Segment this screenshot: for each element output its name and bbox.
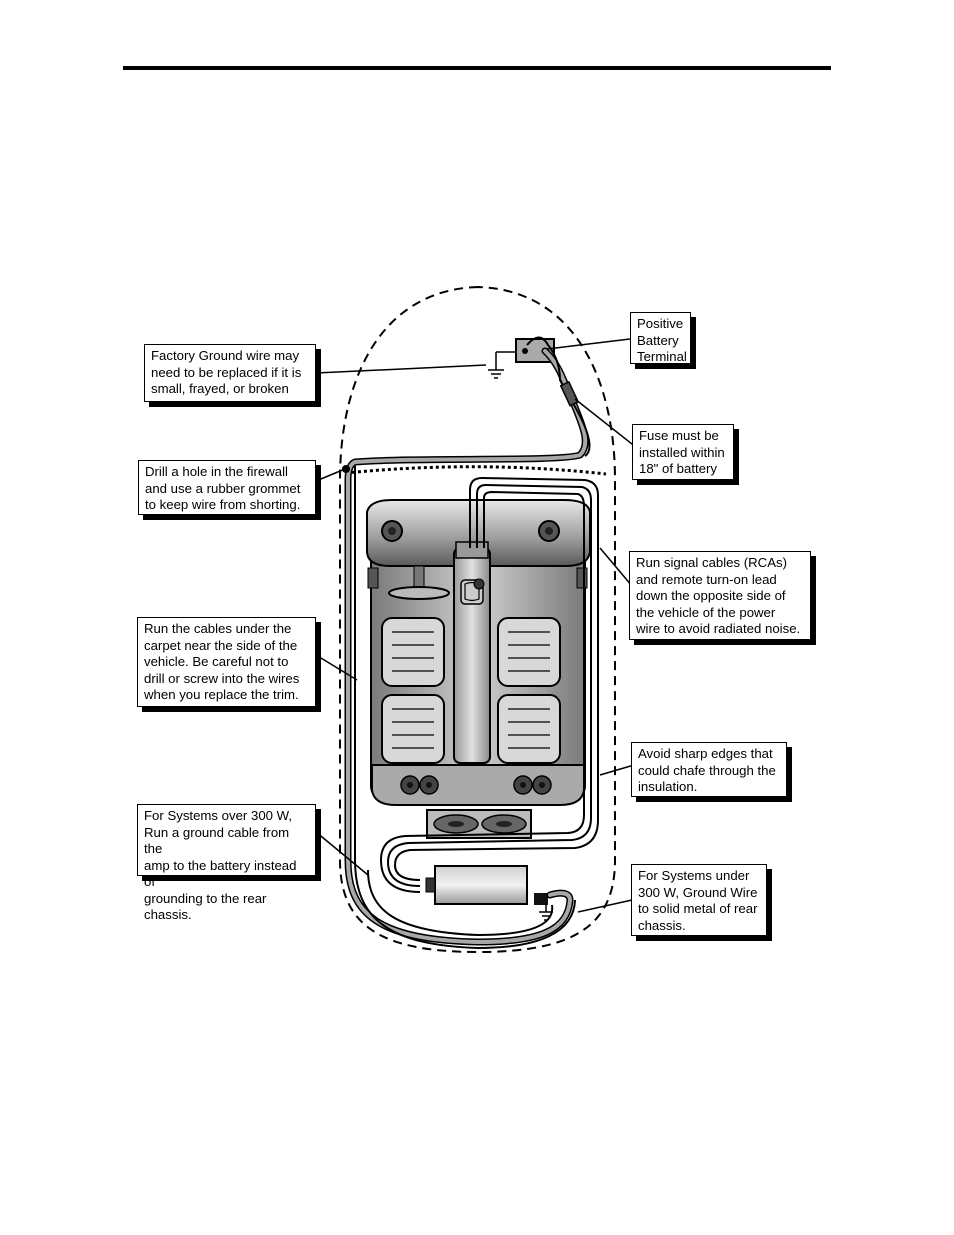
callout-signal-cables: Run signal cables (RCAs) and remote turn… [629,551,811,640]
fuse [559,380,580,407]
amp-ground-cable [367,869,554,937]
callout-sharp-edges: Avoid sharp edges that could chafe throu… [631,742,787,797]
leader-lines [315,338,638,913]
signal-cables [379,476,599,893]
firewall-line [345,465,607,476]
ground-cable [354,336,591,950]
callout-factory-ground-wire: Factory Ground wire may need to be repla… [144,344,316,402]
firewall-grommet [342,465,350,473]
car-body-outline [339,285,616,954]
callout-run-under-carpet: Run the cables under the carpet near the… [137,617,316,707]
ground-symbol-front [488,351,516,379]
page-top-rule [123,66,831,70]
callout-positive-battery-terminal: Positive Battery Terminal [630,312,691,364]
ground-symbol-rear [539,904,553,921]
car-interior [366,499,591,806]
callout-firewall-grommet: Drill a hole in the firewall and use a r… [138,460,316,515]
callout-systems-under-300w: For Systems under 300 W, Ground Wire to … [631,864,767,936]
callout-fuse: Fuse must be installed within 18" of bat… [632,424,734,480]
amplifier [425,865,548,905]
callout-systems-over-300w: For Systems over 300 W, Run a ground cab… [137,804,316,922]
